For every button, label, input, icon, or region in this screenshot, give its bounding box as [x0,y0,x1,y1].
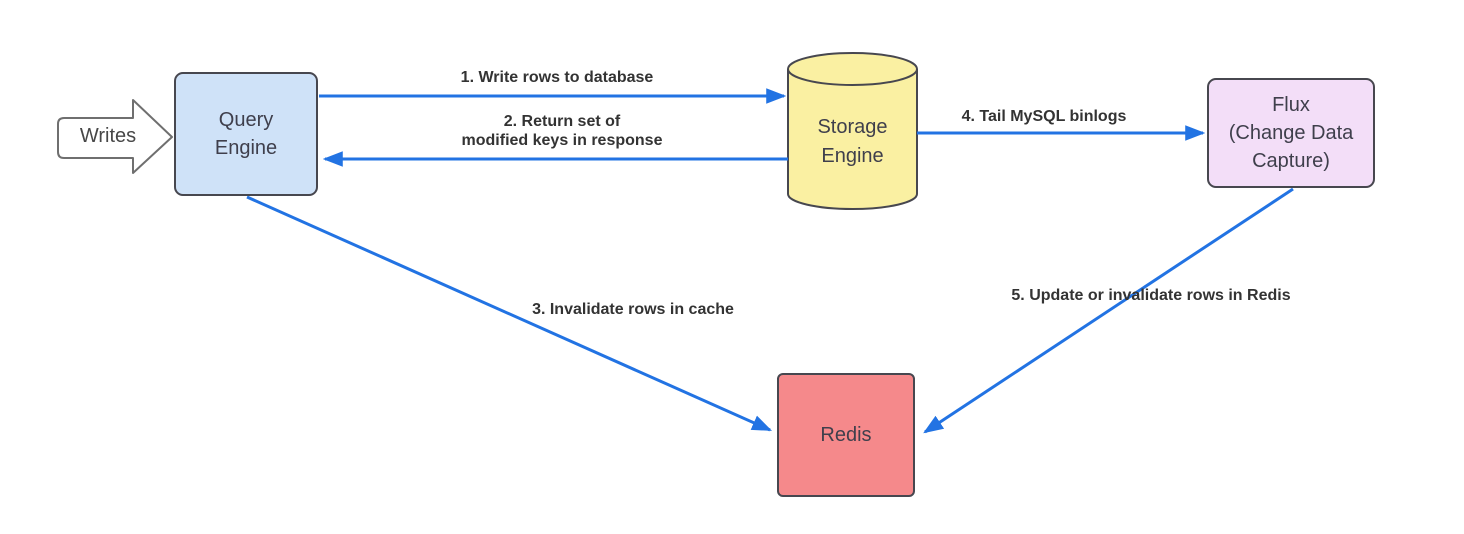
query-engine-label: Query Engine [215,106,277,162]
edge-3-label: 3. Invalidate rows in cache [532,301,734,318]
edge-5-update-redis [923,187,1294,434]
writes-node-label: Writes [79,125,137,147]
edge-3-invalidate-cache [246,195,773,432]
query-engine-label-line1: Query [218,109,274,131]
flux-cdc-label: Flux (Change Data Capture) [1229,91,1354,175]
query-engine-node: Query Engine [174,72,318,196]
flux-label-line1: Flux [1272,94,1310,116]
edge-5-label: 5. Update or invalidate rows in Redis [1011,287,1291,304]
flux-label-line3: Capture) [1252,150,1330,172]
query-engine-label-line2: Engine [214,137,278,159]
storage-engine-label-line1: Storage [817,116,888,138]
flux-cdc-node: Flux (Change Data Capture) [1207,78,1375,188]
edge-2-label-line2: modified keys in response [461,132,663,149]
storage-engine-cylinder-top [787,52,918,86]
storage-engine-label: Storage Engine [788,88,917,196]
edge-2-label-line1: 2. Return set of [503,113,621,130]
redis-node: Redis [777,373,915,497]
redis-label: Redis [820,424,872,446]
flux-label-line2: (Change Data [1228,122,1354,144]
writes-block-arrow-shape [57,99,173,174]
storage-engine-cylinder-body [787,69,918,210]
storage-engine-label-line2: Engine [821,145,884,167]
edge-2-label: 2. Return set of modified keys in respon… [412,112,712,150]
edge-4-label: 4. Tail MySQL binlogs [961,108,1127,125]
edge-1-label: 1. Write rows to database [460,69,654,86]
